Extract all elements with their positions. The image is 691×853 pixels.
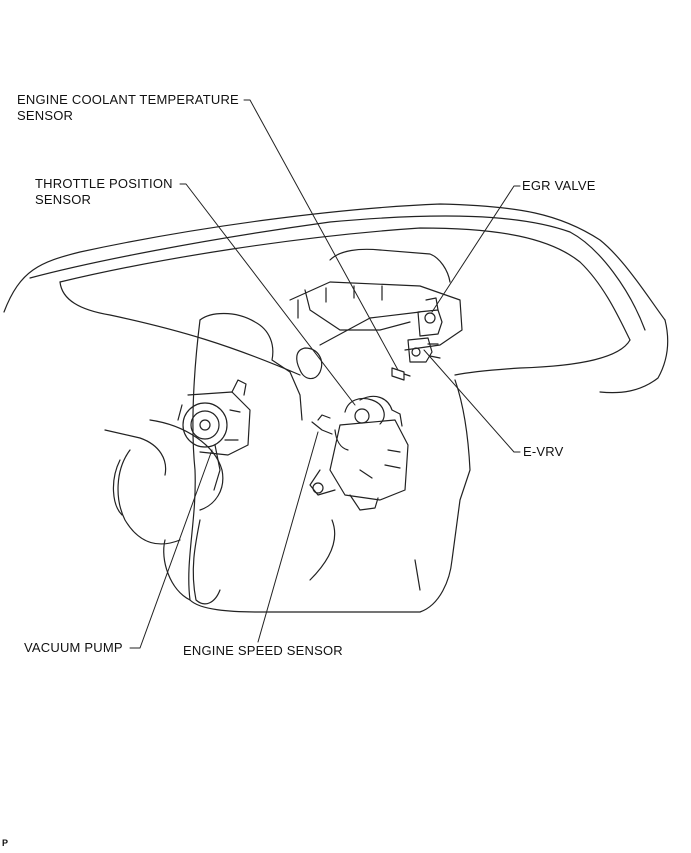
label-vacuum-pump: VACUUM PUMP [24, 640, 123, 655]
figure-code: P [2, 838, 9, 848]
injection-pump-assembly [309, 395, 409, 511]
label-ect-line1: ENGINE COOLANT TEMPERATURE [17, 92, 239, 107]
label-engine-coolant-temperature-sensor: ENGINE COOLANT TEMPERATURE SENSOR [17, 92, 239, 124]
label-engine-speed-sensor: ENGINE SPEED SENSOR [183, 643, 343, 658]
leader-throttle-sensor [179, 183, 356, 406]
engine-compartment-outline [3, 203, 669, 394]
label-tps-line1: THROTTLE POSITION [35, 176, 173, 191]
leader-vacuum-pump [129, 449, 213, 649]
label-throttle-position-sensor: THROTTLE POSITION SENSOR [35, 176, 173, 208]
cooling-fan [104, 419, 224, 605]
coolant-temperature-sensor-part [391, 367, 411, 381]
egr-valve-part [417, 297, 443, 337]
leader-lines [129, 99, 521, 649]
leader-egr-valve [431, 185, 521, 313]
label-e-vrv: E-VRV [523, 444, 564, 459]
leader-coolant-sensor [243, 99, 399, 371]
leader-engine-speed-sensor [257, 431, 319, 643]
leader-e-vrv [423, 349, 521, 453]
vacuum-pump-assembly [177, 379, 251, 491]
e-vrv-part [407, 337, 441, 363]
label-egr-valve: EGR VALVE [522, 178, 596, 193]
label-ect-line2: SENSOR [17, 108, 74, 123]
engine-block [188, 248, 471, 613]
label-tps-line2: SENSOR [35, 192, 92, 207]
